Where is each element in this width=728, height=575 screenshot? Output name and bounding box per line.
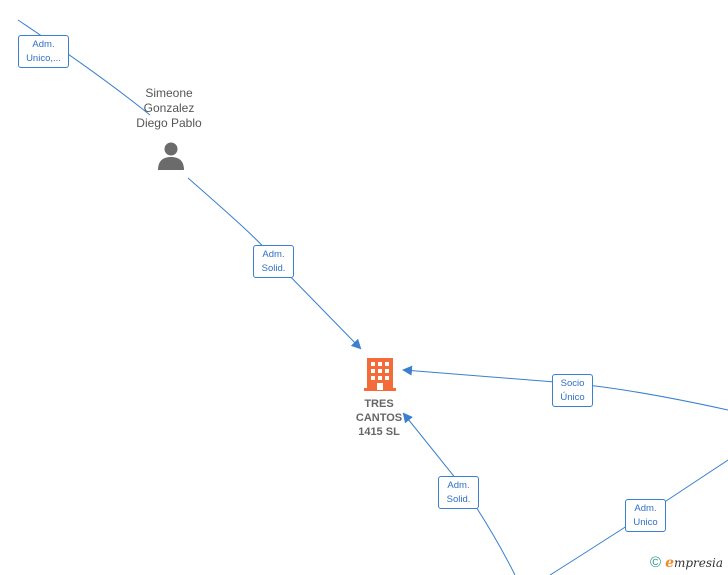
edge-label-adm-unico-top[interactable]: Adm. Unico,...: [18, 35, 69, 68]
person-icon[interactable]: [156, 140, 186, 170]
brand-logo: empresia: [665, 554, 724, 571]
edge-label-adm-unico-bottom[interactable]: Adm. Unico: [625, 499, 666, 532]
brand-watermark: © empresia: [650, 554, 723, 571]
edge-label-adm-solid-person[interactable]: Adm. Solid.: [253, 245, 294, 278]
building-icon[interactable]: [363, 356, 397, 392]
edge-label-adm-solid-bottom[interactable]: Adm. Solid.: [438, 476, 479, 509]
edge-adm-unico-top: [17, 19, 151, 116]
company-name[interactable]: TRES CANTOS 1415 SL: [355, 398, 403, 438]
edge-label-socio-unico[interactable]: Socio Único: [552, 374, 593, 407]
person-name[interactable]: Simeone Gonzalez Diego Pablo: [136, 86, 202, 130]
copyright-icon: ©: [650, 554, 662, 571]
